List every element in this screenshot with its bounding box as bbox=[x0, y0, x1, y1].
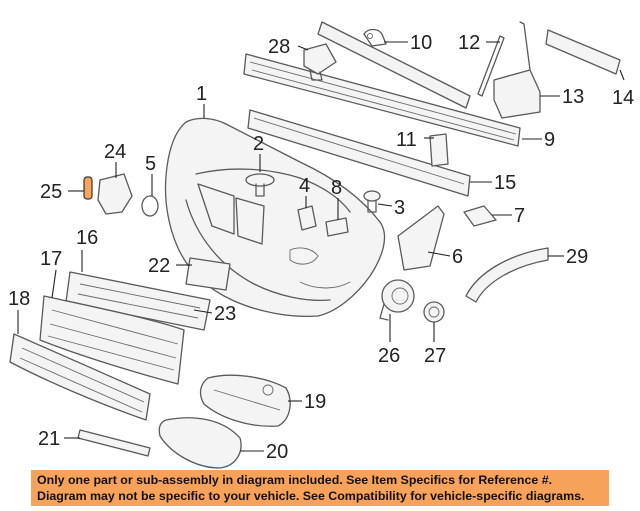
callout-27: 27 bbox=[424, 345, 446, 367]
callout-13: 13 bbox=[562, 86, 584, 108]
leader-6 bbox=[427, 251, 451, 257]
leader-lines bbox=[17, 41, 625, 452]
leader-17 bbox=[51, 269, 57, 299]
part-energy-absorber bbox=[247, 109, 471, 197]
part-plate-22 bbox=[185, 257, 231, 291]
part-bracket-6 bbox=[397, 205, 445, 271]
part-bracket-14 bbox=[545, 29, 621, 75]
part-bracket-10 bbox=[363, 28, 387, 47]
callout-11: 11 bbox=[396, 129, 417, 151]
disclaimer-line-1: Only one part or sub-assembly in diagram… bbox=[37, 473, 553, 487]
part-arch-trim-29 bbox=[465, 247, 549, 303]
leader-14 bbox=[619, 69, 625, 81]
callout-18: 18 bbox=[8, 288, 30, 310]
callout-15: 15 bbox=[494, 172, 516, 194]
part-strip-21 bbox=[77, 429, 151, 457]
part-fog-bezel-20 bbox=[158, 417, 242, 469]
leader-28 bbox=[297, 45, 309, 51]
callout-labels: 1 2 3 4 5 6 7 8 9 10 11 12 13 14 15 16 1… bbox=[8, 32, 634, 463]
part-reinforcement-beam bbox=[243, 53, 521, 147]
callout-10: 10 bbox=[410, 32, 432, 54]
callout-2: 2 bbox=[253, 133, 264, 155]
part-sensor-28 bbox=[303, 43, 337, 81]
callout-24: 24 bbox=[104, 141, 126, 163]
callout-3: 3 bbox=[394, 197, 405, 219]
callout-21: 21 bbox=[38, 428, 60, 450]
part-clip-2 bbox=[245, 173, 275, 197]
callout-14: 14 bbox=[612, 87, 634, 109]
callout-23: 23 bbox=[214, 303, 236, 325]
part-cover-4 bbox=[297, 205, 317, 231]
part-grille-17 bbox=[39, 295, 185, 385]
callout-22: 22 bbox=[148, 255, 170, 277]
part-grommet-27 bbox=[423, 301, 445, 323]
callout-6: 6 bbox=[452, 246, 463, 268]
part-reflector-25 bbox=[83, 176, 93, 200]
callout-1: 1 bbox=[196, 83, 207, 105]
callout-16: 16 bbox=[76, 227, 98, 249]
part-grille-16 bbox=[65, 271, 211, 331]
callout-28: 28 bbox=[268, 36, 290, 58]
callout-20: 20 bbox=[266, 441, 288, 463]
part-bracket-7 bbox=[463, 205, 497, 227]
callout-7: 7 bbox=[514, 205, 525, 227]
callout-8: 8 bbox=[331, 177, 342, 199]
callout-26: 26 bbox=[378, 345, 400, 367]
part-bolt-3 bbox=[363, 190, 381, 213]
part-sensor-holder-24 bbox=[97, 173, 133, 215]
callout-12: 12 bbox=[458, 32, 480, 54]
callout-9: 9 bbox=[544, 129, 555, 151]
part-bracket-11 bbox=[429, 133, 449, 167]
callout-29: 29 bbox=[566, 246, 588, 268]
part-grille-18 bbox=[9, 333, 151, 421]
part-cap-8 bbox=[325, 217, 349, 237]
callout-19: 19 bbox=[304, 391, 326, 413]
part-upper-beam bbox=[317, 21, 471, 109]
callout-25: 25 bbox=[40, 181, 62, 203]
leader-3 bbox=[377, 203, 393, 207]
part-sensor-26 bbox=[379, 279, 415, 321]
disclaimer-banner: Only one part or sub-assembly in diagram… bbox=[31, 470, 609, 506]
leader-23 bbox=[193, 309, 213, 314]
part-bracket-12 bbox=[477, 35, 505, 97]
part-ring-5 bbox=[141, 195, 159, 217]
disclaimer-line-2: Diagram may not be specific to your vehi… bbox=[37, 489, 585, 503]
callout-5: 5 bbox=[145, 153, 156, 175]
part-mount-13 bbox=[493, 21, 541, 119]
callout-4: 4 bbox=[299, 175, 310, 197]
part-fog-grille-19 bbox=[199, 374, 291, 427]
callout-17: 17 bbox=[40, 248, 62, 270]
